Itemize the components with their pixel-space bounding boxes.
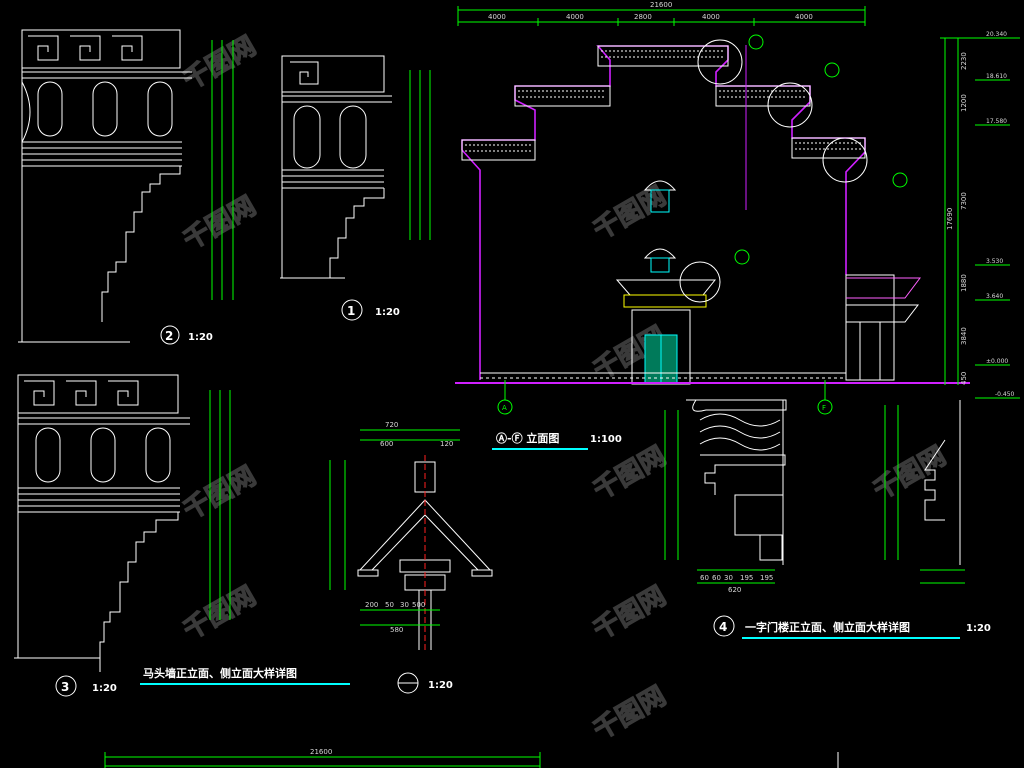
dim-label: 720 bbox=[385, 421, 398, 429]
dim-label: 500 bbox=[412, 601, 425, 609]
watermark: 千图网 bbox=[589, 581, 672, 646]
detail-1-matou-wall-side bbox=[280, 55, 431, 279]
detail-scale: 1:20 bbox=[375, 307, 400, 318]
matou-wall-title: 马头墙正立面、侧立面大样详图 bbox=[140, 666, 350, 685]
main-elevation: 21600 4000 4000 2800 4000 4000 bbox=[455, 1, 1020, 415]
elevation-mark: 20.340 bbox=[986, 31, 1007, 38]
dim-label: 620 bbox=[728, 586, 741, 594]
elevation-mark: 17.580 bbox=[986, 118, 1007, 125]
top-seg-dim: 4000 bbox=[488, 13, 506, 21]
main-elevation-scale: 1:100 bbox=[590, 434, 622, 445]
main-elevation-title: Ⓐ-Ⓕ 立面图 1:100 bbox=[492, 431, 622, 450]
watermark: 千图网 bbox=[589, 441, 672, 506]
detail-scale: 1:20 bbox=[188, 332, 213, 343]
right-seg-dim: 450 bbox=[960, 372, 968, 385]
detail-number-circle bbox=[713, 615, 735, 637]
ridge-detail-label: 1:20 bbox=[397, 672, 453, 694]
elevation-mark: 3.530 bbox=[986, 258, 1003, 265]
right-seg-dim: 7300 bbox=[960, 192, 968, 210]
dim-label: 195 bbox=[760, 574, 773, 582]
top-seg-dim: 4000 bbox=[795, 13, 813, 21]
right-seg-dim: 1200 bbox=[960, 94, 968, 112]
elevation-mark: 18.610 bbox=[986, 73, 1007, 80]
detail-2-label: 2 1:20 bbox=[160, 325, 213, 345]
detail-scale: 1:20 bbox=[92, 683, 117, 694]
watermark: 千图网 bbox=[589, 181, 672, 246]
detail-number-circle bbox=[55, 675, 77, 697]
dim-label: 195 bbox=[740, 574, 753, 582]
watermark: 千图网 bbox=[869, 441, 952, 506]
watermark: 千图网 bbox=[589, 681, 672, 746]
right-seg-dim: 2230 bbox=[960, 52, 968, 70]
ridge-section-detail: 720 600 120 200 50 30 500 580 bbox=[329, 421, 493, 650]
watermark: 千图网 bbox=[179, 191, 262, 256]
dim-label: 50 bbox=[385, 601, 394, 609]
detail-1-label: 1 1:20 bbox=[341, 299, 400, 321]
dim-label: 200 bbox=[365, 601, 378, 609]
dim-label: 30 bbox=[400, 601, 409, 609]
detail-number-circle bbox=[341, 299, 363, 321]
main-elevation-title-text: Ⓐ-Ⓕ 立面图 bbox=[496, 431, 559, 445]
detail-number-circle bbox=[160, 325, 180, 345]
elevation-mark: 3.640 bbox=[986, 293, 1003, 300]
detail-number: 1 bbox=[347, 304, 355, 318]
yizi-gate-title: 一字门楼正立面、侧立面大样详图 bbox=[745, 620, 910, 634]
dim-label: 60 bbox=[712, 574, 721, 582]
detail-3-label: 3 1:20 bbox=[55, 675, 117, 697]
axis-label: F bbox=[822, 404, 826, 412]
right-total-dim: 17690 bbox=[946, 208, 954, 230]
dim-label: 580 bbox=[390, 626, 403, 634]
dim-label: 120 bbox=[440, 440, 453, 448]
detail-scale: 1:20 bbox=[966, 623, 991, 634]
detail-4-gate: 60 60 30 195 195 620 bbox=[664, 399, 965, 594]
top-seg-dim: 2800 bbox=[634, 13, 652, 21]
top-total-dim: 21600 bbox=[650, 1, 672, 9]
elevation-marks: 20.340 18.610 17.580 3.530 3.640 ±0.000 … bbox=[946, 31, 1015, 398]
bottom-total-dim: 21600 bbox=[310, 748, 332, 756]
right-seg-dim: 3840 bbox=[960, 327, 968, 345]
elevation-mark: ±0.000 bbox=[986, 358, 1008, 365]
detail-3-matou-wall bbox=[14, 374, 231, 672]
detail-number: 4 bbox=[719, 620, 727, 634]
axis-label: A bbox=[502, 404, 507, 412]
detail-scale: 1:20 bbox=[428, 680, 453, 691]
bottom-dimension-strip: 21600 bbox=[104, 748, 839, 768]
right-seg-dim: 1880 bbox=[960, 274, 968, 292]
detail-number: 2 bbox=[165, 329, 173, 343]
detail-2-matou-wall bbox=[18, 29, 234, 343]
matou-wall-title-text: 马头墙正立面、侧立面大样详图 bbox=[143, 666, 297, 680]
top-seg-dim: 4000 bbox=[566, 13, 584, 21]
detail-number: 3 bbox=[61, 680, 69, 694]
dim-label: 30 bbox=[724, 574, 733, 582]
elevation-mark: -0.450 bbox=[995, 391, 1015, 398]
detail-4-title: 4 一字门楼正立面、侧立面大样详图 1:20 bbox=[713, 615, 991, 639]
top-seg-dim: 4000 bbox=[702, 13, 720, 21]
dim-label: 600 bbox=[380, 440, 393, 448]
dim-label: 60 bbox=[700, 574, 709, 582]
watermark: 千图网 bbox=[179, 31, 262, 96]
